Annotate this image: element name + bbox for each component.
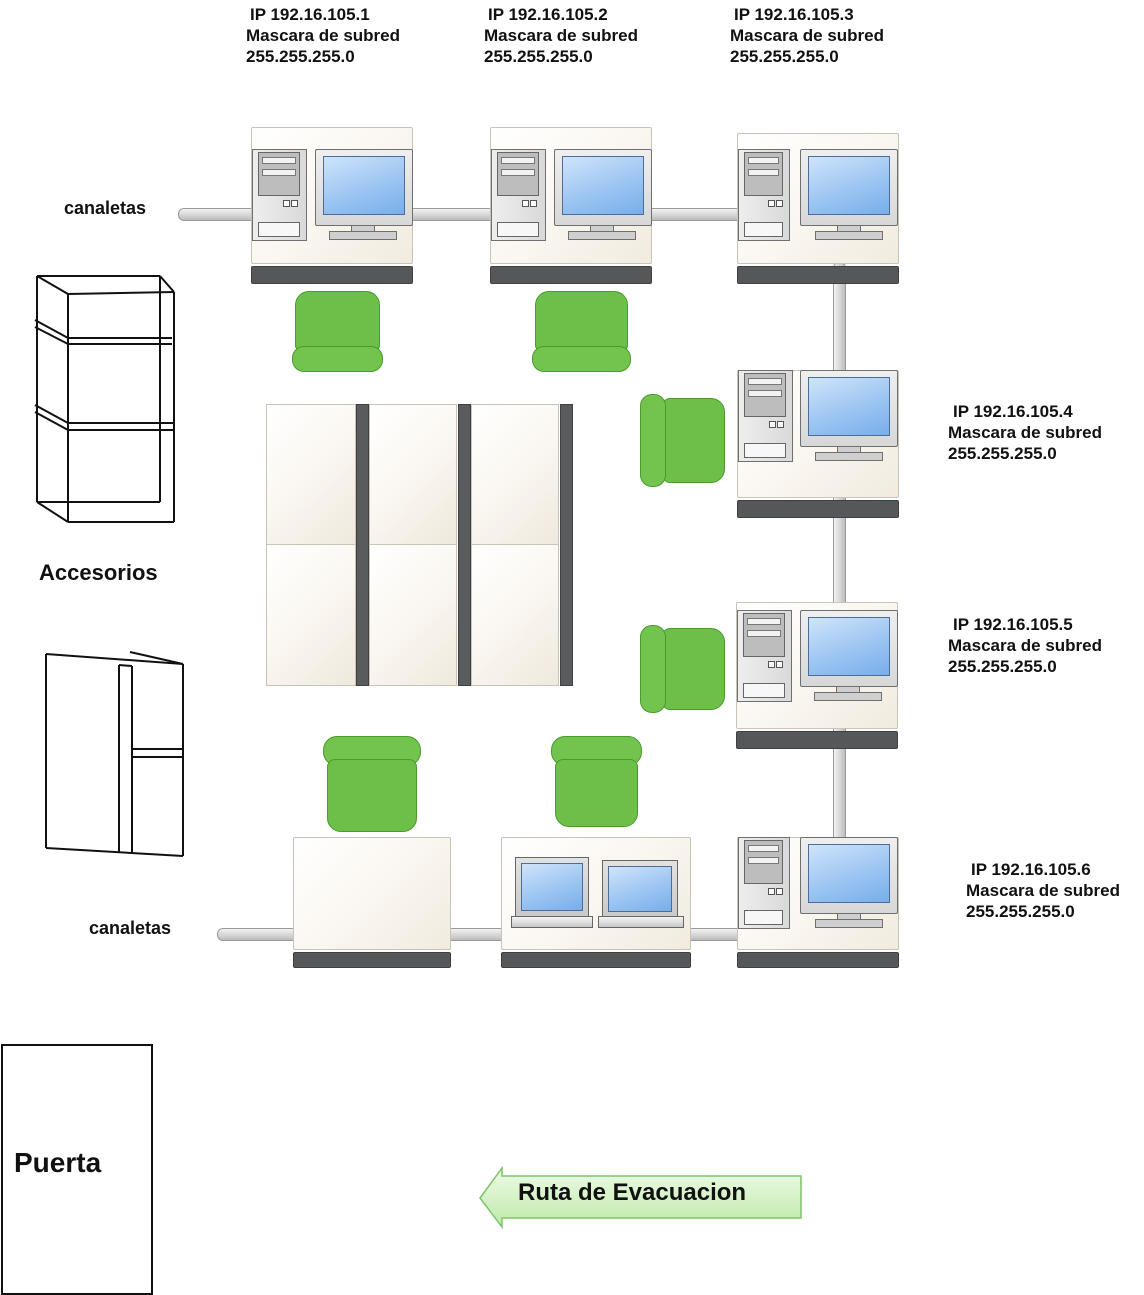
ip-address: IP 192.16.105.6 xyxy=(971,860,1091,879)
chair-3 xyxy=(662,398,725,483)
pc-tower-6[interactable] xyxy=(738,837,790,929)
mask-value: 255.255.255.0 xyxy=(730,47,839,66)
conduit-vertical xyxy=(833,262,846,844)
ip-label-1: IP 192.16.105.1 Mascara de subred 255.25… xyxy=(246,4,400,67)
ip-label-4: IP 192.16.105.4 Mascara de subred 255.25… xyxy=(948,401,1102,464)
pc-tower-2[interactable] xyxy=(491,149,546,241)
mask-value: 255.255.255.0 xyxy=(484,47,593,66)
evacuation-arrow-icon xyxy=(479,1165,802,1230)
mask-label: Mascara de subred xyxy=(966,881,1121,900)
pc-tower-3[interactable] xyxy=(738,149,790,241)
pc-tower-4[interactable] xyxy=(738,370,793,462)
table-divider xyxy=(560,404,573,686)
keyboard xyxy=(329,231,397,240)
mask-label: Mascara de subred xyxy=(484,26,639,45)
ip-address: IP 192.16.105.3 xyxy=(734,5,854,24)
door: Puerta xyxy=(1,1044,153,1295)
chair-4-seat xyxy=(640,625,666,713)
screen xyxy=(808,844,890,903)
chair-2 xyxy=(535,291,628,353)
keyboard xyxy=(814,692,882,701)
ip-address: IP 192.16.105.5 xyxy=(953,615,1073,634)
chair-3-seat xyxy=(640,394,666,487)
ip-label-5: IP 192.16.105.5 Mascara de subred 255.25… xyxy=(948,614,1102,677)
canaletas-top-label: canaletas xyxy=(64,198,147,218)
mask-label: Mascara de subred xyxy=(246,26,401,45)
canaletas-bottom-label: canaletas xyxy=(89,918,172,938)
accesorios-label: Accesorios xyxy=(39,560,158,585)
table-panel xyxy=(471,404,559,546)
monitor-6[interactable] xyxy=(800,837,898,914)
chair-5 xyxy=(327,759,417,832)
keyboard xyxy=(815,452,883,461)
chair-2-seat xyxy=(532,346,631,372)
chair-4 xyxy=(662,628,725,710)
screen xyxy=(808,617,890,676)
screen xyxy=(562,156,644,215)
screen xyxy=(521,863,583,911)
screen xyxy=(808,377,890,436)
monitor-5[interactable] xyxy=(800,610,898,687)
desk-empty xyxy=(293,837,451,950)
mask-label: Mascara de subred xyxy=(948,636,1103,655)
ip-address: IP 192.16.105.2 xyxy=(488,5,608,24)
table-panel xyxy=(471,544,559,686)
screen xyxy=(323,156,405,215)
monitor-4[interactable] xyxy=(800,370,898,447)
monitor-1[interactable] xyxy=(315,149,413,226)
ip-address: IP 192.16.105.1 xyxy=(250,5,370,24)
desk-3-edge xyxy=(737,266,899,284)
pc-tower-1[interactable] xyxy=(252,149,307,241)
chair-1-seat xyxy=(292,346,383,372)
puerta-label: Puerta xyxy=(14,1147,102,1178)
laptop-1-keyboard xyxy=(511,916,593,928)
table-panel xyxy=(369,544,457,686)
desk-6-edge xyxy=(737,952,899,968)
cabinet-icon xyxy=(34,275,175,523)
keyboard xyxy=(568,231,636,240)
ip-label-3: IP 192.16.105.3 Mascara de subred 255.25… xyxy=(730,4,884,67)
desk-empty-edge xyxy=(293,952,451,968)
keyboard xyxy=(815,231,883,240)
desk-1-edge xyxy=(251,266,413,284)
laptop-2-keyboard xyxy=(598,916,684,928)
ip-label-6: IP 192.16.105.6 Mascara de subred 255.25… xyxy=(966,859,1120,922)
desk-2-edge xyxy=(490,266,652,284)
monitor-3[interactable] xyxy=(800,149,898,226)
ip-label-2: IP 192.16.105.2 Mascara de subred 255.25… xyxy=(484,4,638,67)
mask-label: Mascara de subred xyxy=(948,423,1103,442)
mask-value: 255.255.255.0 xyxy=(948,657,1057,676)
table-panel xyxy=(266,404,356,546)
keyboard xyxy=(815,919,883,928)
locker-icon xyxy=(45,651,184,857)
screen xyxy=(608,866,672,912)
mask-value: 255.255.255.0 xyxy=(246,47,355,66)
monitor-2[interactable] xyxy=(554,149,652,226)
table-panel xyxy=(266,544,356,686)
desk-5-edge xyxy=(736,731,898,749)
table-panel xyxy=(369,404,457,546)
table-divider xyxy=(458,404,471,686)
chair-6 xyxy=(555,759,638,827)
laptop-2[interactable] xyxy=(602,860,678,918)
laptop-1[interactable] xyxy=(515,857,589,917)
screen xyxy=(808,156,890,215)
pc-tower-5[interactable] xyxy=(737,610,792,702)
desk-laptops-edge xyxy=(501,952,691,968)
mask-label: Mascara de subred xyxy=(730,26,885,45)
mask-value: 255.255.255.0 xyxy=(966,902,1075,921)
mask-value: 255.255.255.0 xyxy=(948,444,1057,463)
evacuation-label: Ruta de Evacuacion xyxy=(518,1179,747,1206)
desk-4-edge xyxy=(737,500,899,518)
table-divider xyxy=(356,404,369,686)
chair-1 xyxy=(295,291,380,353)
ip-address: IP 192.16.105.4 xyxy=(953,402,1073,421)
